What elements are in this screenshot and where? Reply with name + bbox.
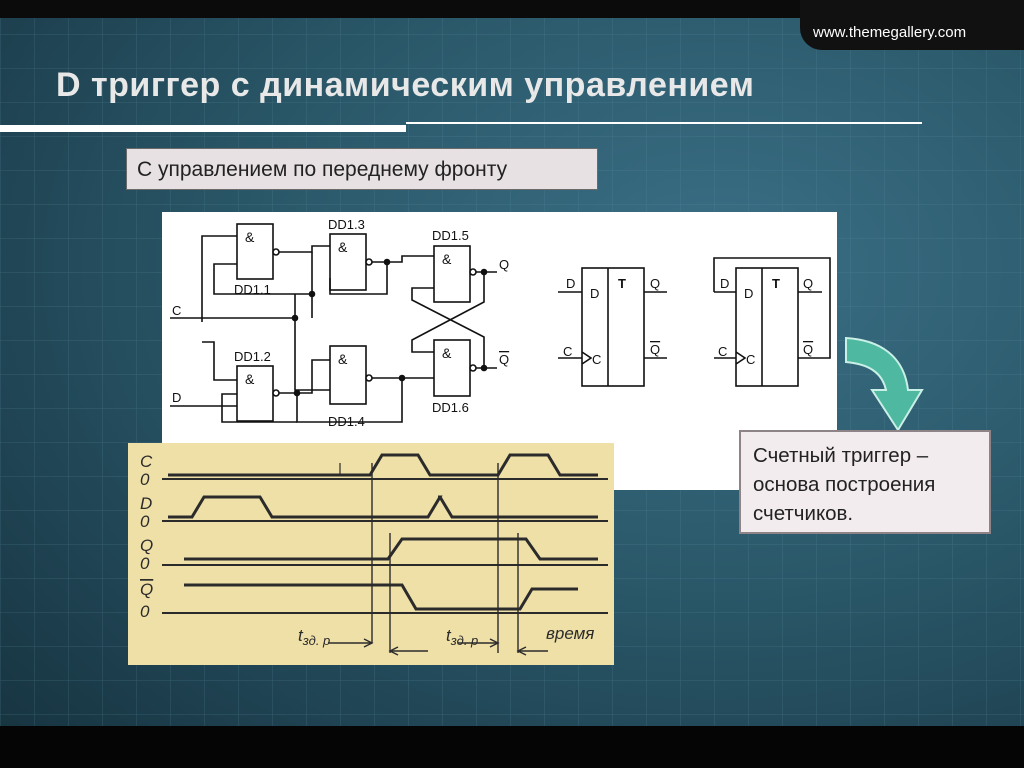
time-label: время xyxy=(546,624,594,643)
t2-d-label: D xyxy=(720,276,729,291)
gate-symbol: & xyxy=(442,251,452,267)
output-label-q: Q xyxy=(499,257,509,272)
zero-label: 0 xyxy=(140,470,150,489)
signal-label-c: C xyxy=(140,452,153,471)
input-label-c: C xyxy=(172,303,181,318)
t1-q-label: Q xyxy=(650,276,660,291)
gate-symbol: & xyxy=(338,239,348,255)
delay-label-2: tзд. р xyxy=(446,626,478,648)
t2-c-in: C xyxy=(746,352,755,367)
t1-c-in: C xyxy=(592,352,601,367)
gate-dd1-5 xyxy=(433,245,471,303)
url-tab xyxy=(800,0,1024,50)
delay-label-1: tзд. р xyxy=(298,626,330,648)
gate-label: DD1.5 xyxy=(432,228,469,243)
gate-symbol: & xyxy=(442,345,452,361)
signal-label-qbar: Q xyxy=(140,580,153,599)
gate-symbol: & xyxy=(245,229,255,245)
t-block-1 xyxy=(581,267,645,387)
gate-label: DD1.2 xyxy=(234,349,271,364)
callout-line: счетчиков. xyxy=(753,502,854,525)
t2-q-label: Q xyxy=(803,276,813,291)
title-underline-thick xyxy=(0,125,406,132)
gate-label: DD1.6 xyxy=(432,400,469,415)
gate-label: DD1.1 xyxy=(234,282,271,297)
gate-symbol: & xyxy=(338,351,348,367)
subtitle-text: С управлением по переднему фронту xyxy=(137,158,508,181)
gate-dd1-6 xyxy=(433,339,471,397)
gate-label: DD1.3 xyxy=(328,217,365,232)
callout-line: Счетный триггер – xyxy=(753,444,929,467)
t2-c-label: C xyxy=(718,344,727,359)
signal-label-d: D xyxy=(140,494,152,513)
output-label-qbar: Q xyxy=(499,352,509,367)
callout-line: основа построения xyxy=(753,473,936,496)
title-underline-thin xyxy=(406,122,922,124)
signal-label-q: Q xyxy=(140,536,153,555)
t1-c-label: C xyxy=(563,344,572,359)
t2-d-in: D xyxy=(744,286,753,301)
gate-label: DD1.4 xyxy=(328,414,365,429)
gate-dd1-1 xyxy=(236,223,274,280)
gate-dd1-2 xyxy=(236,365,274,422)
zero-label: 0 xyxy=(140,554,150,573)
bottom-bar xyxy=(0,726,1024,768)
t2-t-label: T xyxy=(772,276,780,291)
timing-diagram: C 0 D 0 Q 0 Q 0 tзд. р tзд. р время xyxy=(128,443,614,665)
top-bar xyxy=(0,0,1024,18)
t-block-2 xyxy=(735,267,799,387)
t1-d-label: D xyxy=(566,276,575,291)
zero-label: 0 xyxy=(140,512,150,531)
curved-arrow-icon xyxy=(845,336,924,432)
input-label-d: D xyxy=(172,390,181,405)
gate-dd1-3 xyxy=(329,233,367,291)
t1-d-in: D xyxy=(590,286,599,301)
t2-qbar-label: Q xyxy=(803,342,813,357)
zero-label: 0 xyxy=(140,602,150,621)
gate-symbol: & xyxy=(245,371,255,387)
subtitle-box: С управлением по переднему фронту xyxy=(126,148,598,190)
t1-qbar-label: Q xyxy=(650,342,660,357)
gate-dd1-4 xyxy=(329,345,367,405)
slide-title: D триггер с динамическим управлением xyxy=(56,66,755,104)
t1-t-label: T xyxy=(618,276,626,291)
callout-box: Счетный триггер – основа построения счет… xyxy=(739,430,991,534)
site-url: www.themegallery.com xyxy=(813,24,967,41)
